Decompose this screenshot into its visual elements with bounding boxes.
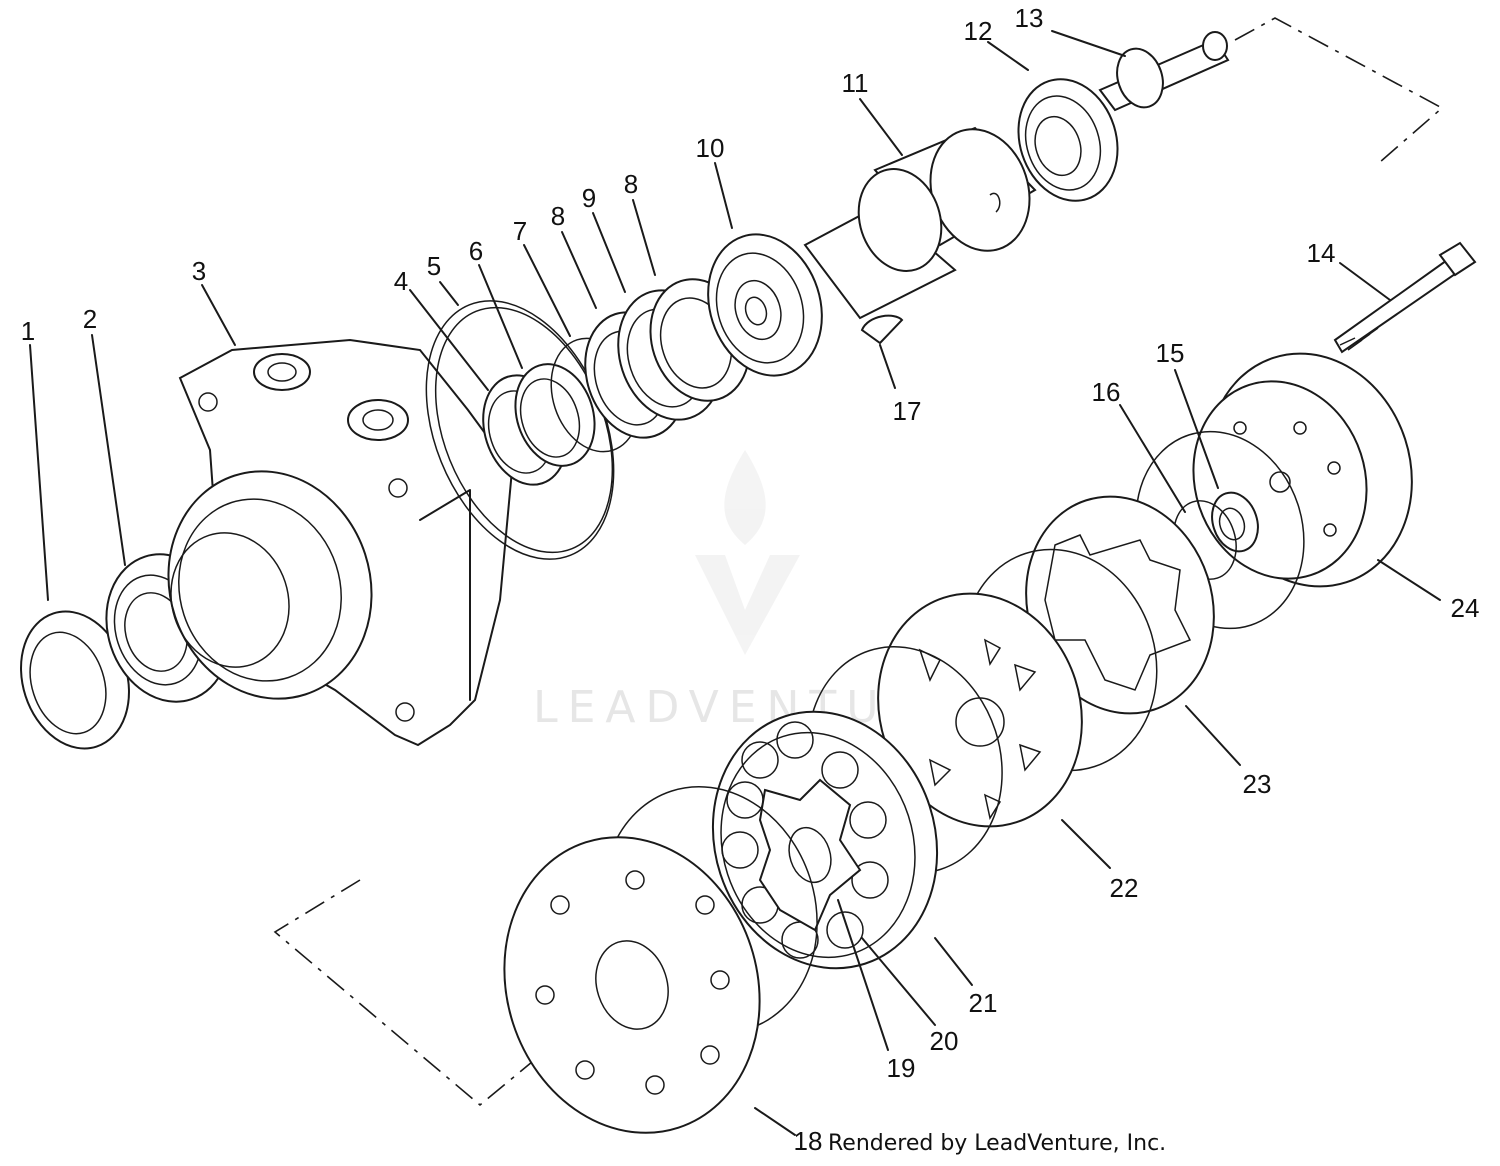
leader-lines bbox=[29, 30, 1441, 1136]
callout-labels: 1 2 3 4 5 6 7 8 9 8 10 11 12 13 14 15 16… bbox=[21, 3, 1480, 1156]
part-15-check-valve bbox=[1211, 491, 1259, 553]
callout-5: 5 bbox=[427, 251, 441, 281]
part-13-drive-shaft bbox=[1098, 31, 1230, 112]
part-19-rotor bbox=[758, 778, 862, 932]
callout-8a: 8 bbox=[551, 201, 565, 231]
callout-14: 14 bbox=[1307, 238, 1336, 268]
callout-8b: 8 bbox=[624, 169, 638, 199]
alignment-line-bottom bbox=[273, 879, 626, 1107]
callout-13: 13 bbox=[1015, 3, 1044, 33]
part-20-rollers bbox=[721, 721, 889, 959]
part-12-gear bbox=[1017, 78, 1119, 202]
part-11-shaft bbox=[803, 126, 1037, 320]
callout-10: 10 bbox=[696, 133, 725, 163]
part-18-end-cover bbox=[503, 786, 818, 1134]
callout-9: 9 bbox=[582, 183, 596, 213]
watermark-logo bbox=[695, 450, 800, 655]
callout-18: 18 bbox=[794, 1126, 823, 1156]
part-24-end-cap bbox=[1192, 352, 1413, 588]
callout-16: 16 bbox=[1092, 377, 1121, 407]
callout-6: 6 bbox=[469, 236, 483, 266]
callout-24: 24 bbox=[1451, 593, 1480, 623]
callout-20: 20 bbox=[930, 1026, 959, 1056]
part-17-key bbox=[860, 314, 904, 345]
part-14-bolt bbox=[1333, 241, 1477, 354]
rendered-by-credit: Rendered by LeadVenture, Inc. bbox=[828, 1131, 1166, 1156]
part-3-housing bbox=[167, 338, 514, 747]
alignment-line-top bbox=[1234, 17, 1444, 163]
callout-19: 19 bbox=[887, 1053, 916, 1083]
callout-21: 21 bbox=[969, 988, 998, 1018]
callout-11: 11 bbox=[842, 68, 869, 98]
callout-2: 2 bbox=[83, 304, 97, 334]
callout-3: 3 bbox=[192, 256, 206, 286]
callout-15: 15 bbox=[1156, 338, 1185, 368]
callout-17: 17 bbox=[893, 396, 922, 426]
callout-1: 1 bbox=[21, 316, 35, 346]
callout-22: 22 bbox=[1110, 873, 1139, 903]
callout-4: 4 bbox=[394, 266, 408, 296]
callout-12: 12 bbox=[964, 16, 993, 46]
callout-23: 23 bbox=[1243, 769, 1272, 799]
part-10-bearing bbox=[707, 233, 823, 377]
callout-7: 7 bbox=[513, 216, 527, 246]
